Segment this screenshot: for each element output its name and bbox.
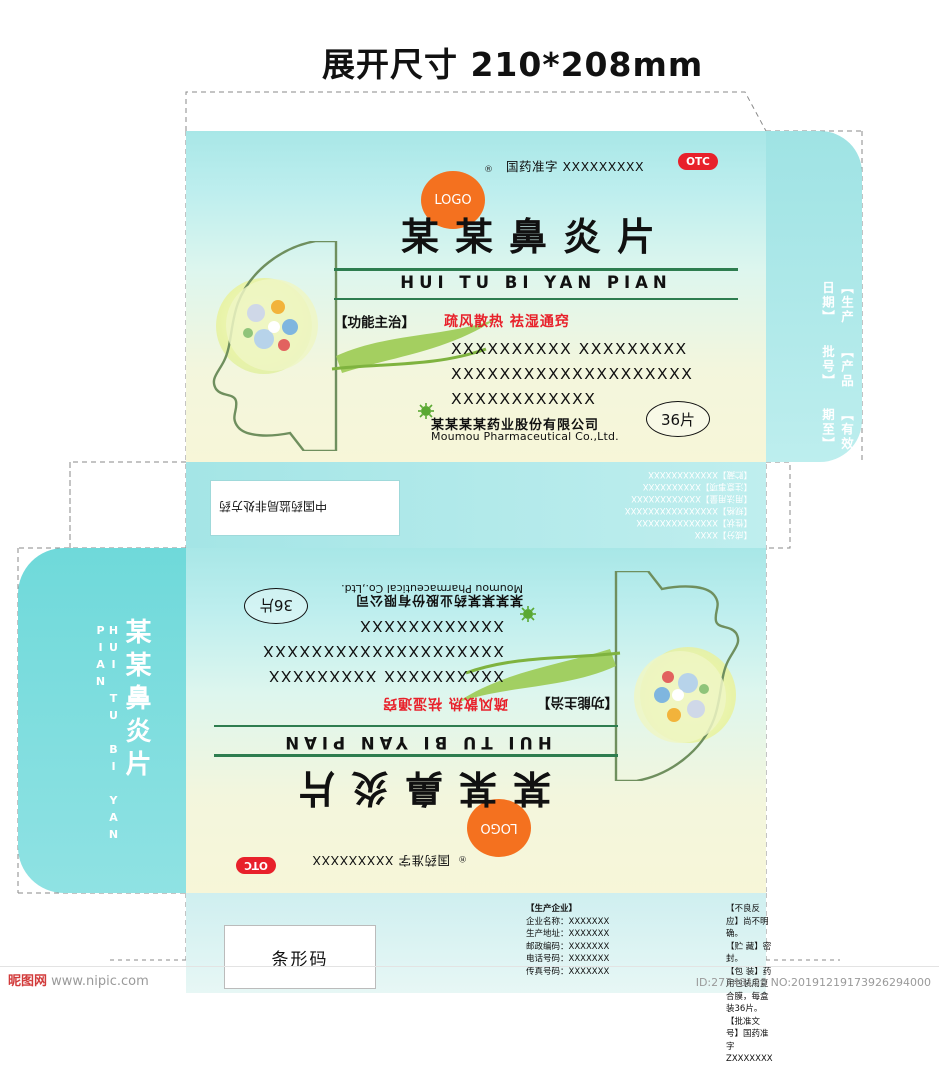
approval-number-back: 国药准字 XXXXXXXXX (311, 853, 450, 868)
drug-info-row-3: 【包 装】药用包装用复合膜，每盒装36片。 (726, 966, 772, 1015)
placeholder-text-block-back: XXXXXXXXXX XXXXXXXXX XXXXXXXXXXXXXXXXXXX… (262, 613, 504, 688)
right-flap-panel: 【生产日期】 【产品批号】 【有效期至】 (766, 131, 862, 462)
function-value-back: 疏风散热 祛湿通窍 (382, 695, 508, 711)
front-panel: LOGO ® 国药准字 XXXXXXXXX OTC 某某鼻炎片 HUI TU B… (186, 131, 766, 462)
function-label-back: 【功能主治】 (537, 694, 618, 710)
spec-line-4: 【用法用量】XXXXXXXXXXXX (631, 493, 752, 503)
production-date-label: 【生产日期】 (820, 281, 854, 325)
placeholder-line-1: XXXXXXXXXX XXXXXXXXX (451, 340, 688, 358)
spec-line-2: 【性状】XXXXXXXXXXXXXX (636, 517, 752, 527)
company-name-en: Moumou Pharmaceutical Co.,Ltd. (431, 430, 619, 443)
product-name-back: 某某鼻炎片 (281, 766, 552, 810)
otc-statement-box: 中国药监局非处方药 (210, 480, 400, 536)
placeholder-line-2: XXXXXXXXXXXXXXXXXXXX (451, 365, 694, 383)
drug-info-row-4: 【批准文号】国药准字ZXXXXXXX (726, 1016, 773, 1065)
title-rule-back (214, 754, 618, 757)
registered-mark-icon: ® (484, 165, 493, 175)
pinyin-rule (334, 298, 738, 300)
approval-number: 国药准字 XXXXXXXXX (506, 159, 645, 174)
otc-statement-text: 中国药监局非处方药 (219, 499, 328, 513)
drug-info-row-2: 【贮 藏】密封。 (726, 941, 772, 965)
page-title-line1: 展开尺寸 210*208mm (321, 45, 704, 84)
product-pinyin-back: HUI TU BI YAN PIAN (280, 733, 552, 752)
manufacturer-row-2: 生产地址：XXXXXXX (526, 929, 610, 939)
otc-badge-back: OTC (236, 857, 276, 874)
function-label: 【功能主治】 (334, 315, 415, 331)
placeholder-text-block: XXXXXXXXXX XXXXXXXXX XXXXXXXXXXXXXXXXXXX… (451, 337, 693, 412)
pinyin-rule-back (214, 725, 618, 727)
function-value: 疏风散热 祛湿通窍 (444, 314, 570, 330)
manufacturer-row-5: 传真号码：XXXXXXX (526, 966, 610, 977)
registered-mark-icon-back: ® (458, 853, 467, 863)
manufacturer-row-3: 邮政编码：XXXXXXX (526, 941, 610, 952)
placeholder-line-2-back: XXXXXXXXXXXXXXXXXXXX (261, 642, 504, 660)
image-id-tag: ID:27748138 NO:20191219173926294000 (695, 976, 931, 989)
brand-logo: LOGO (421, 171, 485, 229)
bottom-panel: 条形码 【生产企业】 企业名称：XXXXXXX 生产地址：XXXXXXX 邮政编… (186, 893, 773, 1064)
barcode-placeholder: 条形码 (224, 925, 376, 989)
left-flap-product-name: 某某鼻炎片 (121, 618, 151, 783)
drug-info-row-1: 【不良反应】尚不明确。 (726, 904, 769, 939)
placeholder-line-3: XXXXXXXXXXXX (451, 390, 597, 408)
manufacturer-block: 【生产企业】 企业名称：XXXXXXX 生产地址：XXXXXXX 邮政编码：XX… (526, 903, 609, 978)
left-flap-panel: 某某鼻炎片 HUI TU BI YAN PIAN (18, 548, 186, 893)
right-flap-text-group: 【生产日期】 【产品批号】 【有效期至】 (766, 281, 856, 462)
product-name: 某某鼻炎片 (400, 215, 671, 259)
head-molecule-circle (216, 278, 312, 374)
side-band-panel: 中国药监局非处方药 【成分】XXXX 【性状】XXXXXXXXXXXXXX 【规… (186, 462, 766, 548)
title-rule (334, 268, 738, 271)
batch-number-label: 【产品批号】 (820, 344, 854, 389)
spec-line-3: 【规格】XXXXXXXXXXXXXXXX (624, 505, 752, 515)
manufacturer-row-4: 电话号码：XXXXXXX (526, 954, 610, 964)
manufacturer-row-1: 企业名称：XXXXXXX (526, 916, 610, 927)
watermark: 昵图网 www.nipic.com (8, 970, 149, 989)
spec-line-6: 【贮藏】XXXXXXXXXXXX (648, 469, 752, 479)
watermark-brand: 昵图网 (8, 974, 48, 989)
spec-line-5: 【注意事项】XXXXXXXXXX (642, 481, 752, 491)
company-name-en-back: Moumou Pharmaceutical Co.,Ltd. (341, 582, 523, 595)
expiry-date-label: 【有效期至】 (820, 408, 854, 452)
left-flap-pinyin: HUI TU BI YAN PIAN (94, 624, 120, 845)
head-molecule-circle-back (640, 647, 736, 743)
tablet-count-badge: 36片 (646, 401, 710, 437)
watermark-url: www.nipic.com (51, 974, 149, 989)
back-panel: LOGO ® 国药准字 XXXXXXXXX OTC 某某鼻炎片 HUI TU B… (186, 548, 766, 893)
artboard: 展开尺寸 210*208mm CMYK 文字可修改 (0, 45, 939, 1064)
otc-badge: OTC (678, 153, 718, 170)
side-band-spec-list: 【成分】XXXX 【性状】XXXXXXXXXXXXXX 【规格】XXXXXXXX… (422, 468, 752, 540)
company-name-cn: 某某某某药业股份有限公司 (431, 418, 600, 433)
product-pinyin: HUI TU BI YAN PIAN (400, 273, 672, 292)
footer-divider (0, 966, 939, 967)
spec-line-1: 【成分】XXXX (694, 529, 752, 539)
tablet-count-badge-back: 36片 (244, 588, 308, 624)
placeholder-line-1-back: XXXXXXXXXX XXXXXXXXX (267, 667, 504, 685)
manufacturer-title: 【生产企业】 (526, 904, 578, 914)
